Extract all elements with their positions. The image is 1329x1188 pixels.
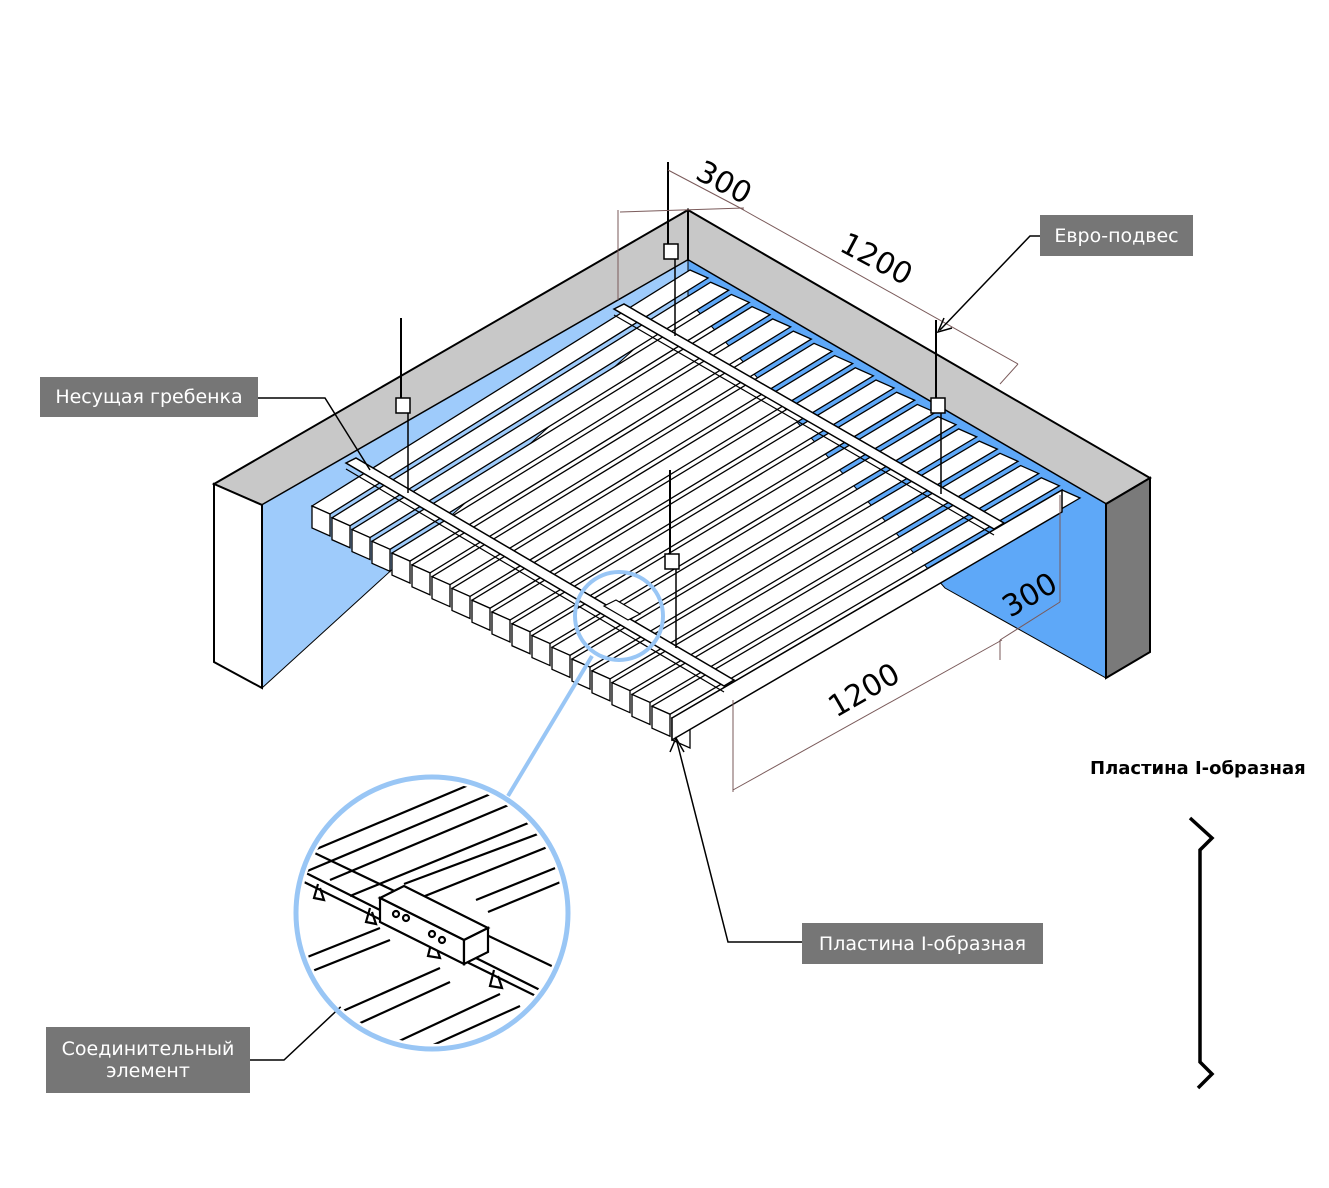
- hanger-clip: [395, 397, 411, 414]
- hanger-clip: [663, 243, 679, 260]
- ceiling-panel-end: [491, 610, 511, 644]
- ceiling-panel-end: [331, 516, 351, 549]
- magnifier-small-ring: [573, 570, 665, 662]
- callout-hanger-text: Евро-подвес: [1054, 224, 1179, 247]
- hanger-clip: [664, 553, 680, 570]
- dimension-1200-top: 1200: [834, 226, 918, 293]
- wall-end-left: [213, 482, 263, 690]
- carrier-far: [612, 303, 1006, 530]
- ceiling-panel-end: [351, 528, 371, 561]
- callout-connector-line1: Соединительный: [61, 1038, 235, 1060]
- ceiling-panel-end: [431, 575, 451, 608]
- ceiling-panel-end: [531, 634, 551, 667]
- ceiling-panel-end: [631, 693, 651, 726]
- ceiling-panels: [310, 269, 1082, 750]
- callout-connector: Соединительный элемент: [46, 1027, 250, 1093]
- callout-connector-line2: элемент: [106, 1060, 190, 1082]
- magnifier-big-ring: [293, 774, 571, 1052]
- ceiling-panel-end: [471, 599, 491, 632]
- hanger-clip: [930, 397, 946, 414]
- ceiling-panel-end: [551, 646, 571, 679]
- profile-title: Пластина I-образная: [1090, 758, 1306, 779]
- dimension-1200-bottom: 1200: [823, 656, 907, 724]
- ceiling-panel-end: [311, 504, 331, 538]
- dimension-300-top: 300: [690, 154, 757, 212]
- ceiling-panel-end: [591, 669, 611, 702]
- ceiling-panel-end: [371, 540, 391, 573]
- hangers: [395, 162, 946, 648]
- ceiling-panel-end: [411, 563, 431, 596]
- ceiling-panel-end: [391, 552, 411, 585]
- magnifier: [293, 570, 665, 1052]
- dimension-lines: [617, 169, 1061, 792]
- ceiling-panel-end: [651, 705, 671, 738]
- wall-end-right: [1105, 476, 1151, 680]
- ceiling-panel-end: [451, 587, 471, 620]
- profile-shape-icon: [1188, 816, 1215, 1090]
- carrier-connector: [602, 599, 642, 621]
- callout-panel-text: Пластина I-образная: [818, 932, 1027, 955]
- callout-panel: Пластина I-образная: [802, 923, 1043, 964]
- ceiling-panel-end: [611, 681, 631, 714]
- callout-hanger: Евро-подвес: [1040, 215, 1193, 256]
- carriers: [344, 303, 1006, 693]
- ceiling-panel-edge: [671, 488, 1063, 742]
- carrier-near: [344, 457, 736, 687]
- callout-carrier: Несущая гребенка: [40, 377, 258, 417]
- callout-carrier-text: Несущая гребенка: [55, 386, 243, 408]
- ceiling-panel-end: [511, 622, 531, 655]
